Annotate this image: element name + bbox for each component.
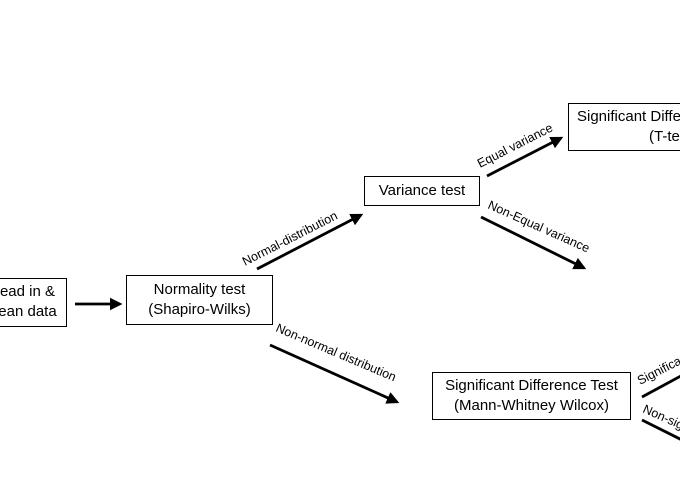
t-test-line2: (T-test [649, 128, 680, 145]
t-test-line1: Significant Diffe [577, 108, 680, 125]
edge-label-normal-distribution: Normal-distribution [240, 209, 340, 269]
variance-test-label: Variance test [378, 182, 466, 199]
normality-test-line2: (Shapiro-Wilks) [148, 301, 251, 318]
mann-whitney-line2: (Mann-Whitney Wilcox) [453, 397, 610, 414]
arrow-non-normal-to-mann-whitney [269, 343, 400, 404]
normality-test-line1: Normality test [153, 281, 246, 298]
mann-whitney-box: Significant Difference Test (Mann-Whitne… [432, 372, 631, 420]
mann-whitney-line1: Significant Difference Test [445, 377, 618, 394]
normality-test-box: Normality test (Shapiro-Wilks) [126, 275, 273, 325]
read-clean-line2: ean data [0, 303, 57, 320]
arrow-non-equal-variance [480, 215, 587, 270]
arrow-equal-to-t-test [486, 136, 564, 178]
read-clean-line1: ead in & [0, 283, 56, 300]
arrow-normal-to-variance [256, 213, 364, 271]
t-test-box: Significant Diffe (T-test [568, 103, 680, 151]
arrow-significant [641, 374, 680, 399]
variance-test-box: Variance test [364, 176, 480, 206]
read-clean-data-box: ead in & ean data [0, 278, 67, 327]
arrow-non-significant [641, 418, 680, 441]
edge-label-significant: Significa [635, 354, 680, 388]
